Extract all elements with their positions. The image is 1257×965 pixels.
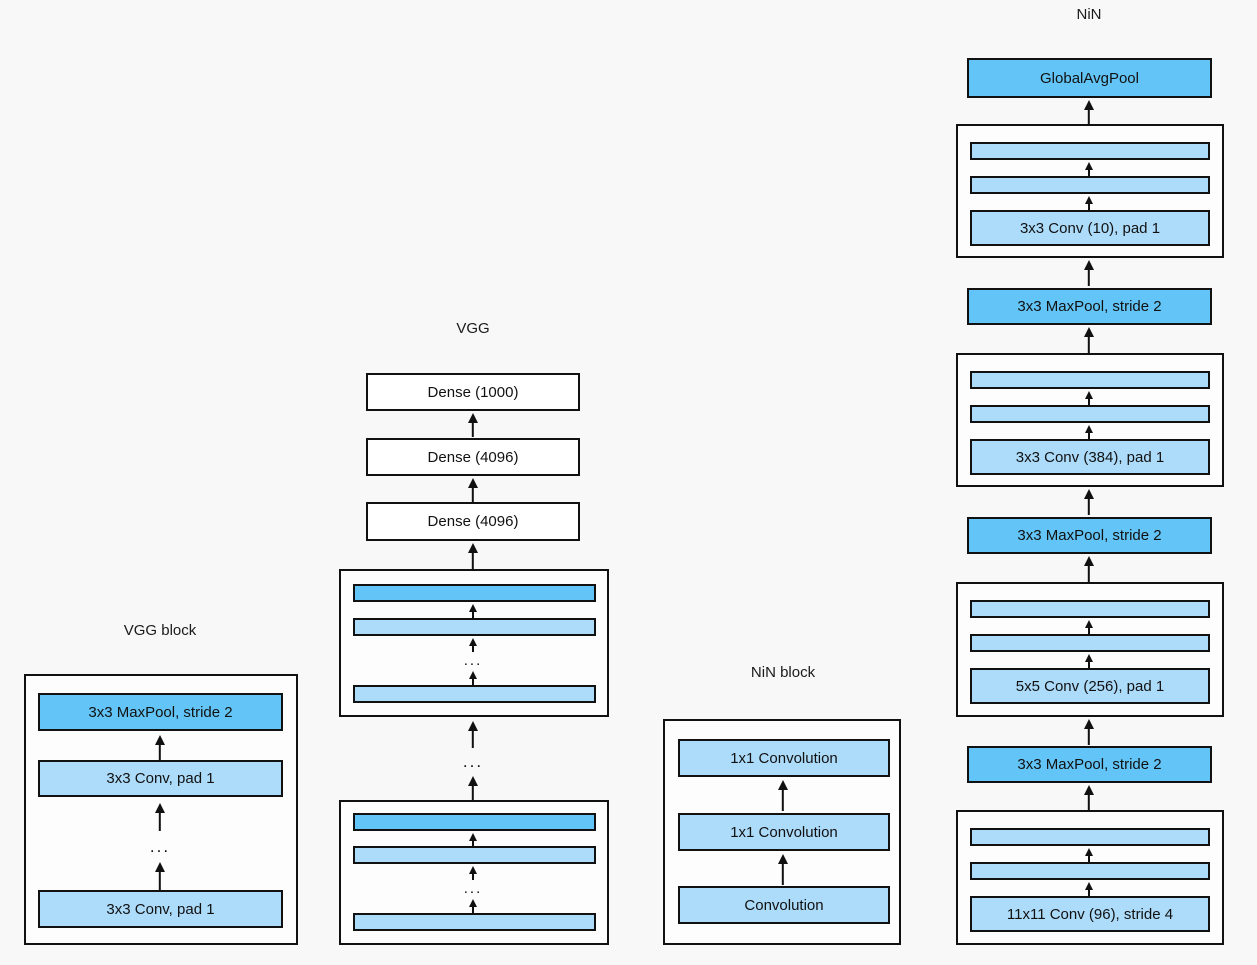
vgg-block-title: VGG block [123,622,197,639]
nin-conv10-bar-upper[interactable] [970,142,1210,160]
nin-conv10-node[interactable]: 3x3 Conv (10), pad 1 [970,210,1210,246]
nin-globalavgpool-node[interactable]: GlobalAvgPool [967,58,1212,98]
nin-conv10-bar-lower[interactable] [970,176,1210,194]
vgg-upper-conv-bar-top[interactable] [353,618,596,636]
vgg-stack-ellipsis: ... [462,752,484,771]
nin-maxpool-node-1[interactable]: 3x3 MaxPool, stride 2 [967,746,1212,783]
nin-conv384-node[interactable]: 3x3 Conv (384), pad 1 [970,439,1210,475]
vgg-dense-1000-node[interactable]: Dense (1000) [366,373,580,411]
vgg-lower-block-ellipsis: ... [463,880,483,897]
nin-conv384-bar-upper[interactable] [970,371,1210,389]
vgg-lower-conv-bar-top[interactable] [353,846,596,864]
nin-conv96-bar-upper[interactable] [970,828,1210,846]
nin-conv384-bar-lower[interactable] [970,405,1210,423]
nin-conv256-bar-upper[interactable] [970,600,1210,618]
vgg-block-conv-top-node[interactable]: 3x3 Conv, pad 1 [38,760,283,797]
nin-maxpool-node-2[interactable]: 3x3 MaxPool, stride 2 [967,517,1212,554]
vgg-dense-4096-upper-node[interactable]: Dense (4096) [366,438,580,476]
nin-conv256-bar-lower[interactable] [970,634,1210,652]
nin-conv256-node[interactable]: 5x5 Conv (256), pad 1 [970,668,1210,704]
nin-block-conv-node[interactable]: Convolution [678,886,890,924]
vgg-title: VGG [456,320,490,337]
nin-title: NiN [1076,6,1102,23]
nin-block-conv1x1-top-node[interactable]: 1x1 Convolution [678,739,890,777]
vgg-upper-block-ellipsis: ... [463,652,483,669]
nin-maxpool-node-3[interactable]: 3x3 MaxPool, stride 2 [967,288,1212,325]
vgg-upper-maxpool-bar[interactable] [353,584,596,602]
nin-block-title: NiN block [750,664,816,681]
nin-conv96-bar-lower[interactable] [970,862,1210,880]
vgg-upper-conv-bar-bottom[interactable] [353,685,596,703]
vgg-block-conv-bottom-node[interactable]: 3x3 Conv, pad 1 [38,890,283,928]
vgg-lower-maxpool-bar[interactable] [353,813,596,831]
vgg-block-ellipsis: ... [149,837,171,856]
nin-block-conv1x1-mid-node[interactable]: 1x1 Convolution [678,813,890,851]
vgg-dense-4096-lower-node[interactable]: Dense (4096) [366,502,580,541]
vgg-block-maxpool-node[interactable]: 3x3 MaxPool, stride 2 [38,693,283,731]
vgg-lower-conv-bar-bottom[interactable] [353,913,596,931]
nin-conv96-node[interactable]: 11x11 Conv (96), stride 4 [970,896,1210,932]
